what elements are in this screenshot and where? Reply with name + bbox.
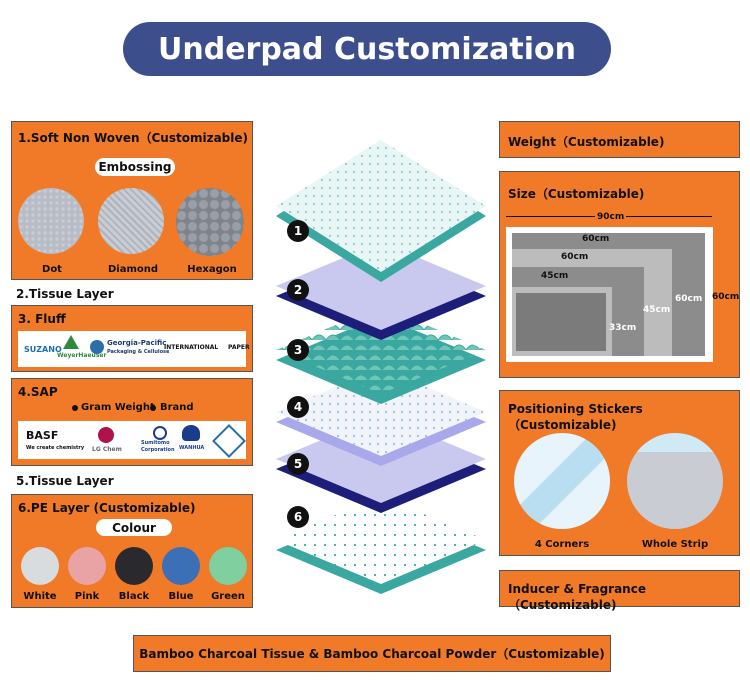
four-corners-image (514, 433, 610, 529)
hexagon-label: Hexagon (187, 264, 237, 275)
dim-60cm-a: 60cm (582, 234, 610, 244)
paper-logo: PAPER (228, 344, 250, 351)
pe-panel: 6.PE Layer (Customizable) Colour White P… (11, 494, 253, 608)
dot-label: Dot (42, 264, 62, 275)
dim-60cm-h: 60cm (675, 294, 703, 304)
international-logo: INTERNATIONAL (164, 344, 219, 351)
embossing-pill: Embossing (95, 158, 175, 176)
sumitomo-icon (153, 426, 167, 440)
stickers-title: Positioning Stickers（Customizable) (508, 402, 643, 432)
black-swatch (115, 547, 153, 585)
whole-strip-label: Whole Strip (641, 539, 709, 550)
diamond-label: Diamond (107, 264, 159, 275)
sap-title: 4.SAP (18, 385, 58, 399)
layer-6-badge: 6 (287, 506, 309, 528)
pink-label: Pink (74, 591, 100, 602)
dot-texture-image (18, 188, 84, 254)
weyerhaeuser-logo: WeyerHaeuser (57, 352, 107, 359)
bullet-icon (150, 405, 156, 411)
nonwoven-panel: 1.Soft Non Woven（Customizable) Embossing… (11, 121, 253, 280)
dim-90cm: 90cm (595, 212, 627, 222)
dim-60cm-b: 60cm (561, 252, 589, 262)
sap-panel: 4.SAP Gram Weight Brand BASF We create c… (11, 378, 253, 466)
dim-45cm-h: 45cm (643, 305, 671, 315)
wanhua-logo: WANHUA (179, 445, 205, 451)
size-panel: Size（Customizable) 90cm 60cm 60cm 45cm 3… (499, 171, 740, 378)
basf-logo: BASF (26, 429, 59, 442)
gram-weight-label: Gram Weight (81, 402, 155, 413)
layer-3-badge: 3 (287, 339, 309, 361)
layer-stack-diagram (276, 140, 486, 594)
basf-tagline: We create chemistry (26, 445, 85, 451)
fluff-panel: 3. Fluff SUZANO WeyerHaeuser Georgia-Pac… (11, 305, 253, 372)
weyerhaeuser-icon (63, 335, 79, 349)
gp-tagline: Packaging & Cellulose (107, 349, 170, 355)
diamond-brand-icon (212, 424, 246, 458)
black-label: Black (118, 591, 150, 602)
white-label: White (23, 591, 57, 602)
size-title: Size（Customizable) (508, 187, 645, 201)
tissue-layer-icon (276, 242, 486, 340)
stickers-panel: Positioning Stickers（Customizable) 4 Cor… (499, 390, 740, 556)
layer-4-badge: 4 (287, 396, 309, 418)
colour-pill: Colour (96, 519, 172, 536)
weight-title: Weight（Customizable) (508, 135, 665, 149)
georgia-pacific-icon (90, 340, 104, 354)
layer-5-badge: 5 (287, 453, 309, 475)
layer-1-badge: 1 (287, 220, 309, 242)
footer-panel: Bamboo Charcoal Tissue & Bamboo Charcoal… (133, 635, 611, 672)
diamond-texture-image (98, 188, 164, 254)
sumitomo-corp: Corporation (141, 447, 175, 453)
layer-2-badge: 2 (287, 279, 309, 301)
dim-33cm: 33cm (609, 323, 637, 333)
blue-label: Blue (168, 591, 194, 602)
georgia-pacific-logo: Georgia-Pacific (107, 339, 167, 347)
size-diagram: 60cm 60cm 45cm 33cm 45cm 60cm (506, 227, 713, 362)
weight-panel: Weight（Customizable) (499, 121, 740, 158)
bullet-icon (72, 405, 78, 411)
footer-title: Bamboo Charcoal Tissue & Bamboo Charcoal… (139, 647, 605, 661)
lg-chem-icon (98, 427, 114, 443)
page-title: Underpad Customization (123, 22, 611, 76)
fluff-logo-strip: SUZANO WeyerHaeuser Georgia-Pacific Pack… (18, 331, 250, 367)
blue-swatch (162, 547, 200, 585)
inducer-panel: Inducer & Fragrance（Customizable) (499, 570, 740, 612)
dim-45cm-w: 45cm (541, 271, 569, 281)
size-inner-rect (516, 293, 606, 351)
sap-logo-strip: BASF We create chemistry LG Chem Sumitom… (18, 421, 246, 459)
sap-layer-icon (276, 368, 486, 466)
lg-chem-logo: LG Chem (92, 446, 122, 453)
green-label: Green (211, 591, 245, 602)
wanhua-icon (182, 425, 200, 441)
suzano-logo: SUZANO (24, 345, 62, 354)
pe-title: 6.PE Layer (Customizable) (18, 501, 196, 515)
dim-60cm-outer: 60cm (712, 292, 740, 302)
fluff-layer-icon (276, 306, 486, 404)
sumitomo-logo: Sumitomo (141, 440, 170, 446)
nonwoven-layer-icon (276, 140, 486, 282)
whole-strip-image (627, 433, 723, 529)
pe-layer-icon (276, 496, 486, 594)
tissue-layer-title: 5.Tissue Layer (16, 474, 114, 488)
fluff-title: 3. Fluff (18, 312, 66, 326)
green-swatch (209, 547, 247, 585)
brand-label: Brand (160, 402, 194, 413)
nonwoven-title: 1.Soft Non Woven（Customizable) (18, 131, 248, 145)
inducer-title: Inducer & Fragrance（Customizable) (508, 582, 646, 612)
four-corners-label: 4 Corners (534, 539, 590, 550)
white-swatch (21, 547, 59, 585)
pink-swatch (68, 547, 106, 585)
tissue-layer-title: 2.Tissue Layer (16, 287, 114, 301)
hexagon-texture-image (176, 188, 244, 256)
